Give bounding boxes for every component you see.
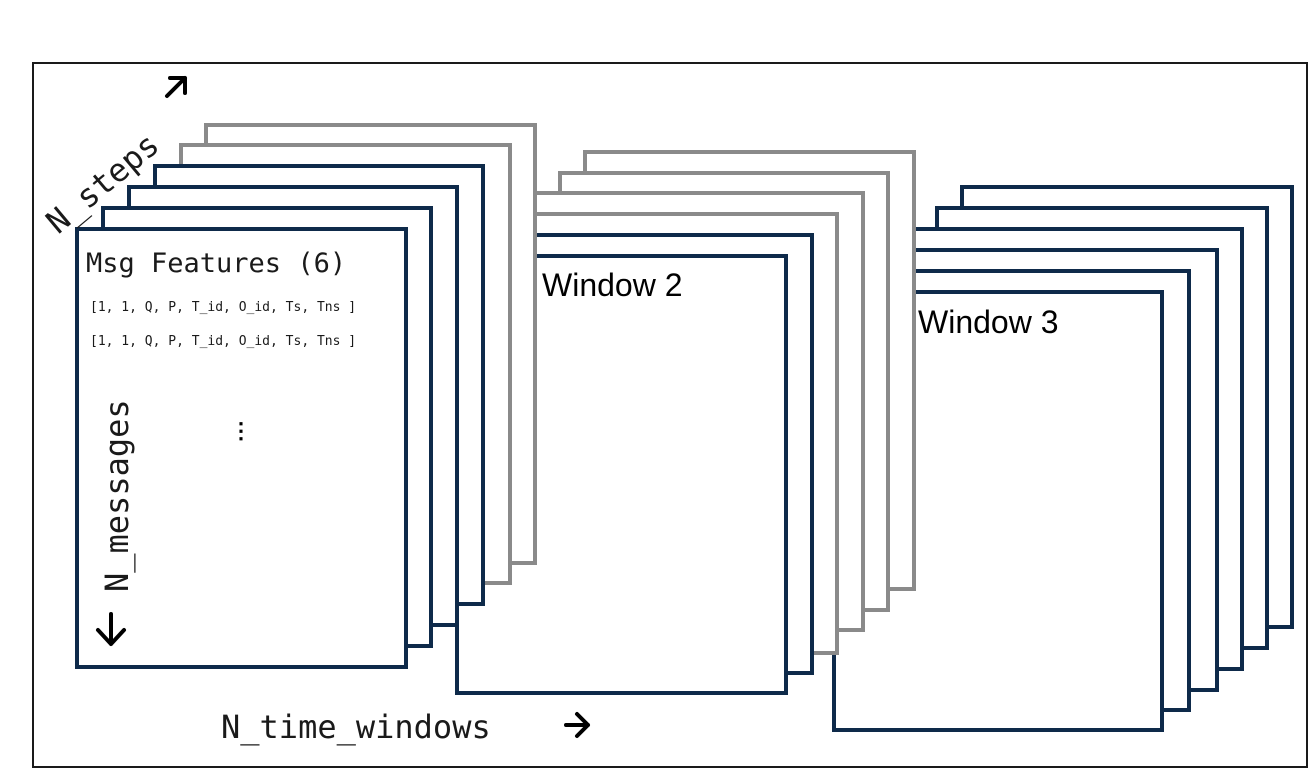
time-windows-axis-label: N_time_windows xyxy=(221,708,491,746)
window-2-title: Window 2 xyxy=(542,267,683,303)
window-1-title: Msg Features (6) xyxy=(86,248,346,279)
ellipsis-vertical-icon: ⋮ xyxy=(230,418,252,443)
time-windows-axis: N_time_windows xyxy=(221,708,590,746)
window-1-stack: Msg Features (6) [1, 1, Q, P, T_id, O_id… xyxy=(75,123,537,669)
arrow-right-icon xyxy=(564,712,590,738)
messages-axis: N_messages xyxy=(96,399,136,646)
messages-axis-label: N_messages xyxy=(98,399,136,592)
arrow-down-icon xyxy=(96,612,126,646)
message-row: [1, 1, Q, P, T_id, O_id, Ts, Tns ] xyxy=(90,334,356,349)
arrow-up-right-icon xyxy=(165,76,187,98)
message-row: [1, 1, Q, P, T_id, O_id, Ts, Tns ] xyxy=(90,300,356,315)
window-1-front-sheet xyxy=(75,227,408,669)
diagram-frame xyxy=(32,62,1308,768)
window-2-stack: Window 2 xyxy=(455,150,916,695)
window-3-title: Window 3 xyxy=(918,304,1059,340)
